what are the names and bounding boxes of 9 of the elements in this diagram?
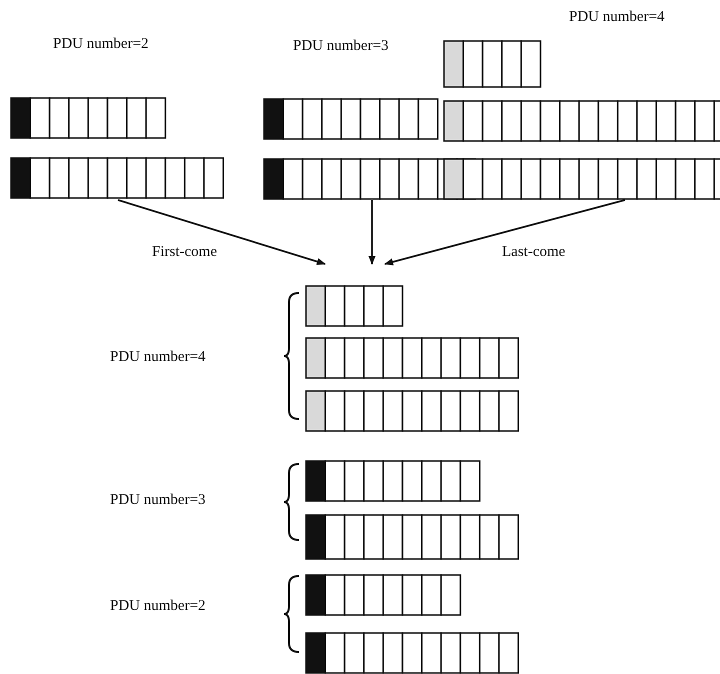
arrow <box>368 200 376 265</box>
group-label: PDU number=4 <box>569 8 665 26</box>
group-label: PDU number=2 <box>110 597 206 615</box>
arrow <box>118 199 326 266</box>
group-label: PDU number=3 <box>110 491 206 509</box>
arrow <box>384 199 626 266</box>
group-label: PDU number=4 <box>110 348 206 366</box>
group-label: PDU number=3 <box>293 37 389 55</box>
group-label: PDU number=2 <box>53 35 149 53</box>
